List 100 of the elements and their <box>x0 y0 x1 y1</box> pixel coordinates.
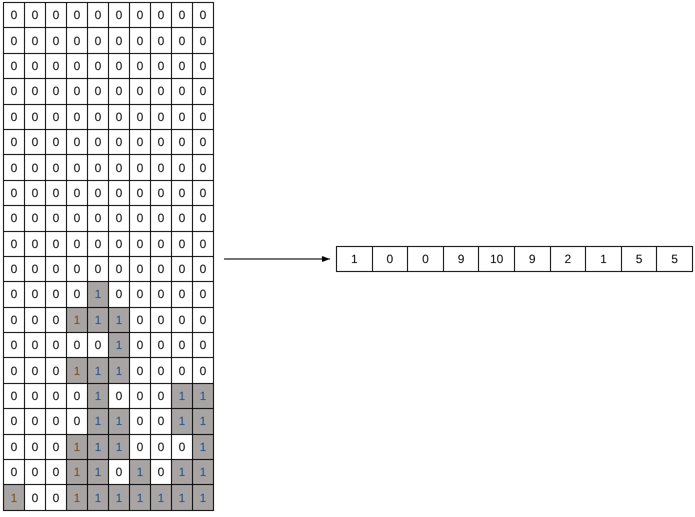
grid-cell: 1 <box>66 460 88 485</box>
grid-cell: 0 <box>46 129 66 155</box>
grid-cell: 0 <box>24 408 46 434</box>
grid-cell: 0 <box>150 78 172 104</box>
grid-cell: 0 <box>46 231 66 256</box>
grid-cell: 0 <box>150 332 172 358</box>
grid-cell: 0 <box>4 104 24 130</box>
grid-cell: 0 <box>66 104 88 130</box>
grid-cell: 0 <box>130 53 150 79</box>
grid-cell: 0 <box>4 53 24 79</box>
grid-cell: 0 <box>24 282 46 308</box>
grid-cell: 0 <box>66 154 88 180</box>
grid-cell: 0 <box>4 180 24 206</box>
grid-cell: 0 <box>150 129 172 155</box>
grid-cell: 0 <box>46 53 66 79</box>
grid-cell: 0 <box>46 206 66 232</box>
grid-cell: 0 <box>46 180 66 206</box>
grid-cell: 0 <box>4 383 24 409</box>
grid-cell: 0 <box>46 154 66 180</box>
grid-cell: 0 <box>172 282 192 308</box>
grid-cell: 9 <box>443 246 479 272</box>
grid-cell: 0 <box>88 53 108 79</box>
grid-cell: 0 <box>150 206 172 232</box>
grid-cell: 1 <box>192 460 214 485</box>
grid-cell: 0 <box>46 78 66 104</box>
grid-cell: 1 <box>108 484 130 510</box>
grid-cell: 0 <box>108 206 130 232</box>
grid-cell: 0 <box>192 129 214 155</box>
grid-cell: 0 <box>172 332 192 358</box>
grid-cell: 0 <box>108 129 130 155</box>
grid-cell: 1 <box>192 434 214 460</box>
grid-cell: 0 <box>108 2 130 28</box>
grid-cell: 0 <box>192 206 214 232</box>
grid-cell: 2 <box>550 246 586 272</box>
grid-cell: 0 <box>192 2 214 28</box>
grid-cell: 0 <box>24 53 46 79</box>
grid-cell: 0 <box>108 78 130 104</box>
grid-cell: 1 <box>108 408 130 434</box>
grid-cell: 0 <box>24 206 46 232</box>
grid-cell: 0 <box>24 180 46 206</box>
grid-cell: 0 <box>150 307 172 333</box>
grid-cell: 0 <box>24 256 46 282</box>
grid-cell: 0 <box>150 358 172 384</box>
grid-cell: 0 <box>192 28 214 54</box>
grid-cell: 0 <box>46 2 66 28</box>
grid-cell: 0 <box>172 104 192 130</box>
grid-cell: 0 <box>192 256 214 282</box>
grid-cell: 0 <box>24 154 46 180</box>
grid-cell: 0 <box>88 129 108 155</box>
grid-cell: 0 <box>66 53 88 79</box>
grid-cell: 0 <box>172 53 192 79</box>
grid-cell: 1 <box>88 460 108 485</box>
grid-cell: 0 <box>150 180 172 206</box>
grid-cell: 0 <box>24 383 46 409</box>
grid-cell: 0 <box>172 307 192 333</box>
grid-cell: 0 <box>130 2 150 28</box>
grid-cell: 0 <box>192 358 214 384</box>
grid-cell: 0 <box>24 2 46 28</box>
grid-cell: 0 <box>4 154 24 180</box>
grid-cell: 0 <box>172 231 192 256</box>
grid-cell: 0 <box>66 256 88 282</box>
grid-cell: 0 <box>150 154 172 180</box>
grid-cell: 1 <box>130 484 150 510</box>
grid-cell: 0 <box>192 307 214 333</box>
grid-cell: 0 <box>150 53 172 79</box>
grid-cell: 0 <box>172 154 192 180</box>
grid-cell: 0 <box>130 358 150 384</box>
grid-cell: 0 <box>24 460 46 485</box>
grid-cell: 0 <box>130 307 150 333</box>
grid-cell: 0 <box>66 78 88 104</box>
grid-cell: 0 <box>172 2 192 28</box>
grid-cell: 0 <box>88 2 108 28</box>
grid-cell: 1 <box>192 383 214 409</box>
grid-cell: 0 <box>172 78 192 104</box>
grid-cell: 1 <box>172 460 192 485</box>
grid-cell: 0 <box>108 282 130 308</box>
grid-cell: 0 <box>46 408 66 434</box>
grid-cell: 0 <box>130 154 150 180</box>
grid-cell: 0 <box>108 104 130 130</box>
grid-cell: 0 <box>24 231 46 256</box>
grid-cell: 0 <box>66 2 88 28</box>
grid-cell: 0 <box>130 256 150 282</box>
grid-cell: 1 <box>586 246 622 272</box>
grid-cell: 0 <box>108 154 130 180</box>
grid-cell: 0 <box>192 78 214 104</box>
grid-cell: 0 <box>372 246 408 272</box>
grid-cell: 1 <box>4 484 24 510</box>
grid-cell: 0 <box>24 484 46 510</box>
grid-cell: 0 <box>130 383 150 409</box>
grid-cell: 0 <box>150 28 172 54</box>
grid-cell: 0 <box>192 154 214 180</box>
grid-cell: 0 <box>24 434 46 460</box>
grid-cell: 1 <box>88 383 108 409</box>
grid-cell: 0 <box>172 129 192 155</box>
grid-cell: 0 <box>192 231 214 256</box>
grid-cell: 0 <box>24 129 46 155</box>
grid-cell: 0 <box>172 180 192 206</box>
grid-cell: 0 <box>130 78 150 104</box>
grid-cell: 1 <box>172 484 192 510</box>
grid-cell: 1 <box>108 434 130 460</box>
